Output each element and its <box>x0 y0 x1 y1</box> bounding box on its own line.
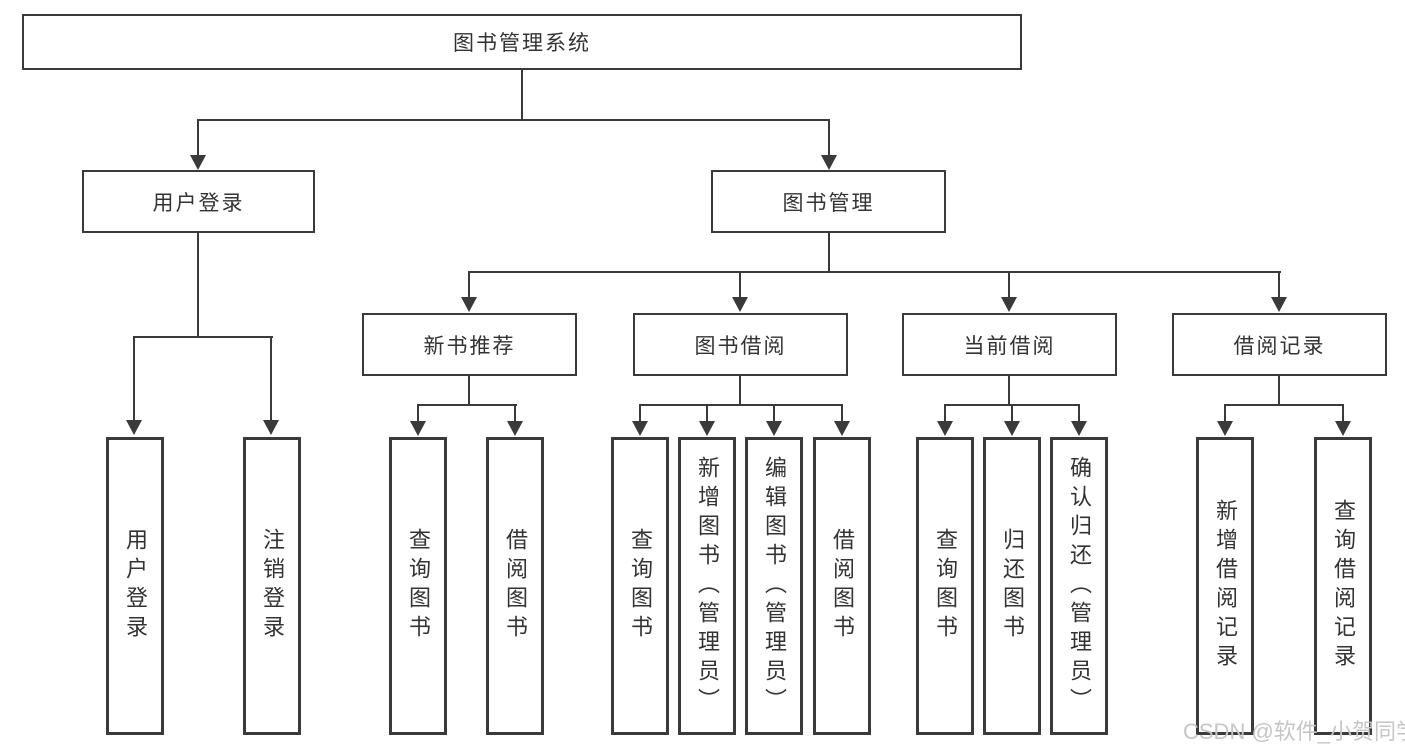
leaf-label: 新增借阅记录 <box>1213 499 1238 673</box>
arrow-down-icon <box>732 297 748 312</box>
connector-line <box>1342 404 1344 422</box>
arrow-down-icon <box>766 421 782 436</box>
node-library-management-system: 图书管理系统 <box>22 14 1022 70</box>
node-new-book-recommendation: 新书推荐 <box>362 313 577 376</box>
leaf-label: 查询图书 <box>406 528 431 644</box>
leaf-label: 借阅图书 <box>503 528 528 644</box>
connector-line <box>521 70 523 120</box>
arrow-down-icon <box>263 420 279 435</box>
watermark: CSDN @软件_小贺同学 <box>1183 719 1405 744</box>
connector-line <box>639 404 641 422</box>
connector-line <box>468 271 1281 273</box>
arrow-down-icon <box>507 421 523 436</box>
connector-line <box>739 271 741 299</box>
arrow-down-icon <box>1217 421 1233 436</box>
connector-line <box>739 376 741 406</box>
connector-line <box>270 336 272 421</box>
connector-line <box>828 233 830 273</box>
connector-line <box>1224 404 1226 422</box>
connector-line <box>773 404 775 422</box>
arrow-down-icon <box>699 421 715 436</box>
connector-line <box>133 336 135 421</box>
leaf-logout: 注销登录 <box>243 437 301 735</box>
node-user-login: 用户登录 <box>82 170 315 233</box>
arrow-down-icon <box>1004 421 1020 436</box>
leaf-label: 编辑图书（管理员） <box>762 455 787 717</box>
connector-line <box>1278 376 1280 406</box>
arrow-down-icon <box>821 155 837 170</box>
leaf-borrowing-add-book-admin: 新增图书（管理员） <box>678 437 736 735</box>
leaf-label: 归还图书 <box>1000 528 1025 644</box>
arrow-down-icon <box>1001 297 1017 312</box>
arrow-down-icon <box>410 421 426 436</box>
connector-line <box>841 404 843 422</box>
leaf-label: 查询图书 <box>628 528 653 644</box>
node-book-management: 图书管理 <box>711 170 946 233</box>
leaf-borrowing-edit-book-admin: 编辑图书（管理员） <box>745 437 803 735</box>
connector-line <box>706 404 708 422</box>
leaf-label: 新增图书（管理员） <box>695 455 720 717</box>
connector-line <box>1011 404 1013 422</box>
leaf-label: 查询图书 <box>933 528 958 644</box>
leaf-user-login: 用户登录 <box>106 437 164 735</box>
leaf-recommend-query-books: 查询图书 <box>389 437 447 735</box>
leaf-recommend-borrow-book: 借阅图书 <box>486 437 544 735</box>
leaf-label: 确认归还（管理员） <box>1067 455 1092 717</box>
connector-line <box>1278 271 1280 299</box>
connector-line <box>944 404 946 422</box>
connector-line <box>514 404 516 422</box>
arrow-down-icon <box>126 420 142 435</box>
connector-line <box>417 404 517 406</box>
connector-line <box>468 376 470 406</box>
node-borrowing-records: 借阅记录 <box>1172 313 1387 376</box>
connector-line <box>1078 404 1080 422</box>
connector-line <box>1008 271 1010 299</box>
node-book-borrowing: 图书借阅 <box>633 313 848 376</box>
leaf-current-confirm-return-admin: 确认归还（管理员） <box>1050 437 1108 735</box>
arrow-down-icon <box>834 421 850 436</box>
leaf-borrowing-query-books: 查询图书 <box>611 437 669 735</box>
leaf-borrowing-borrow-book: 借阅图书 <box>813 437 871 735</box>
leaf-label: 用户登录 <box>123 528 148 644</box>
connector-line <box>468 271 470 299</box>
leaf-records-query-record: 查询借阅记录 <box>1314 437 1372 735</box>
arrow-down-icon <box>1271 297 1287 312</box>
connector-line <box>197 119 199 157</box>
leaf-current-return-book: 归还图书 <box>983 437 1041 735</box>
connector-line <box>417 404 419 422</box>
arrow-down-icon <box>1335 421 1351 436</box>
leaf-label: 查询借阅记录 <box>1331 499 1356 673</box>
connector-line <box>197 233 199 338</box>
leaf-label: 借阅图书 <box>830 528 855 644</box>
connector-line <box>1224 404 1344 406</box>
leaf-records-add-record: 新增借阅记录 <box>1196 437 1254 735</box>
arrow-down-icon <box>190 155 206 170</box>
connector-line <box>1008 376 1010 406</box>
arrow-down-icon <box>461 297 477 312</box>
connector-line <box>197 119 830 121</box>
arrow-down-icon <box>632 421 648 436</box>
connector-line <box>828 119 830 157</box>
connector-line <box>639 404 843 406</box>
leaf-current-query-books: 查询图书 <box>916 437 974 735</box>
node-current-borrowing: 当前借阅 <box>902 313 1117 376</box>
arrow-down-icon <box>937 421 953 436</box>
leaf-label: 注销登录 <box>260 528 285 644</box>
connector-line <box>133 336 273 338</box>
arrow-down-icon <box>1071 421 1087 436</box>
